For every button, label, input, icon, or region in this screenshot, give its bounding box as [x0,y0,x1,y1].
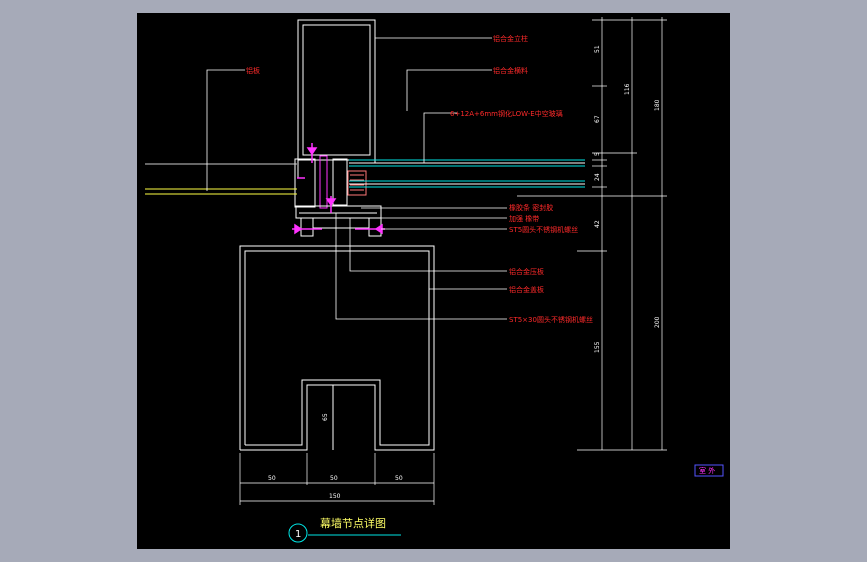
dim-width-50-b: 50 [330,475,338,482]
screws [292,143,385,235]
dim-width-50-a: 50 [268,475,276,482]
joint-connector [294,155,382,237]
detail-number: 1 [295,529,301,540]
dim-65: 65 [322,413,329,421]
dim-42: 42 [594,220,601,228]
label-gasket: 加强 橡带 [509,214,539,223]
curtain-wall-detail-drawing: 铝合金立柱 铝合金横料 6+12A+6mm钢化LOW-E中空玻璃 铝板 橡胶条 … [145,17,724,543]
aluminum-plate [145,163,297,195]
dim-180: 180 [654,99,661,111]
label-transom: 铝合金横料 [493,66,528,75]
dim-width-150: 150 [329,493,341,500]
drawing-title: 幕墙节点详图 [320,516,386,530]
dim-67: 67 [594,115,601,123]
dim-155: 155 [594,341,601,353]
vertical-dimensions [517,17,667,451]
horizontal-dimension-texts: 50 50 50 150 [268,475,403,500]
label-aluminum-plate: 铝板 [246,66,260,75]
dim-5: 5 [594,152,601,156]
vertical-dimension-texts: 51 67 116 180 5 24 42 155 200 65 [322,45,661,421]
upper-mullion [297,19,376,178]
label-mullion: 铝合金立柱 [493,34,528,43]
dim-24: 24 [594,173,601,181]
glass-pane [349,159,585,188]
lower-mullion [239,245,435,451]
dim-116: 116 [624,83,631,95]
label-glass: 6+12A+6mm钢化LOW-E中空玻璃 [450,109,563,118]
label-seal: 橡胶条 密封胶 [509,203,553,212]
orientation-tag: 室 外 [694,464,724,477]
leader-lines [206,37,507,320]
horizontal-dimensions [239,453,435,505]
dim-51: 51 [594,45,601,53]
callout-labels: 铝合金立柱 铝合金横料 6+12A+6mm钢化LOW-E中空玻璃 铝板 橡胶条 … [246,34,593,324]
cad-canvas: 铝合金立柱 铝合金横料 6+12A+6mm钢化LOW-E中空玻璃 铝板 橡胶条 … [137,13,730,549]
label-press-plate: 铝合金压板 [509,267,544,276]
title-block: 1 幕墙节点详图 [288,516,401,543]
dim-200: 200 [654,316,661,328]
label-screw-1: ST5圆头不锈钢机螺丝 [509,225,578,234]
orientation-tag-text: 室 外 [699,466,715,475]
dim-width-50-c: 50 [395,475,403,482]
label-screw-2: ST5×30圆头不锈钢机螺丝 [509,315,593,324]
label-cover-plate: 铝合金盖板 [509,285,544,294]
